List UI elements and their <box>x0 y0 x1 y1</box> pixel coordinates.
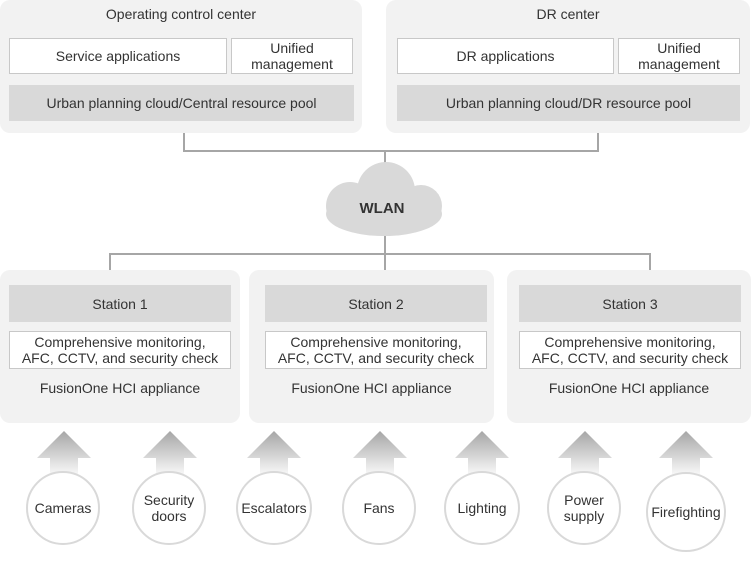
bar-label: Urban planning cloud/DR resource pool <box>445 95 692 111</box>
wlan-uplink <box>384 150 386 180</box>
station-name: Station 3 <box>602 295 658 312</box>
panel-title: DR center <box>536 6 600 22</box>
station-2-panel: Station 2 Comprehensive monitoring, AFC,… <box>249 270 494 423</box>
dr-applications-box: DR applications <box>397 38 614 74</box>
occ-connector <box>183 131 185 151</box>
service-applications-box: Service applications <box>9 38 227 74</box>
box-label-line1: Unified <box>657 40 701 56</box>
services-line1: Comprehensive monitoring, <box>290 334 462 350</box>
station-services-box: Comprehensive monitoring, AFC, CCTV, and… <box>519 331 741 369</box>
wlan-downlink <box>384 232 386 272</box>
wlan-label: WLAN <box>359 200 405 217</box>
dr-center-panel: DR center DR applications Unified manage… <box>386 0 750 133</box>
appliance-label: FusionOne HCI appliance <box>291 380 452 396</box>
station-3-panel: Station 3 Comprehensive monitoring, AFC,… <box>507 270 751 423</box>
device-label-line1: Fans <box>363 500 395 516</box>
panel-title: Operating control center <box>105 6 257 22</box>
operating-control-center-panel: Operating control center Service applica… <box>0 0 362 133</box>
central-resource-pool-bar: Urban planning cloud/Central resource po… <box>9 85 354 121</box>
bottom-bus-line <box>109 253 651 255</box>
top-bus-line <box>183 150 599 152</box>
services-line1: Comprehensive monitoring, <box>544 334 716 350</box>
station-services-box: Comprehensive monitoring, AFC, CCTV, and… <box>9 331 231 369</box>
services-line2: AFC, CCTV, and security check <box>531 350 729 366</box>
station-name: Station 2 <box>348 295 404 312</box>
device-label-line1: Firefighting <box>651 504 721 520</box>
device-label-line2: doors <box>151 508 187 524</box>
appliance-label: FusionOne HCI appliance <box>39 380 201 396</box>
box-label-line2: management <box>251 56 333 72</box>
device-fans: Fans <box>342 471 416 545</box>
device-security-doors: Security doors <box>132 471 206 545</box>
device-power-supply: Power supply <box>547 471 621 545</box>
station-name-bar: Station 3 <box>519 285 741 322</box>
unified-management-box: Unified management <box>618 38 740 74</box>
station-services-box: Comprehensive monitoring, AFC, CCTV, and… <box>265 331 487 369</box>
box-label-line2: management <box>638 56 720 72</box>
station-1-connector <box>109 253 111 272</box>
device-label-line2: supply <box>563 508 605 524</box>
station-3-connector <box>649 253 651 272</box>
unified-management-box: Unified management <box>231 38 353 74</box>
dr-connector <box>597 131 599 151</box>
box-label-line1: Unified <box>270 40 314 56</box>
station-name: Station 1 <box>92 295 148 312</box>
services-line2: AFC, CCTV, and security check <box>21 350 219 366</box>
box-label: Service applications <box>55 48 181 64</box>
device-firefighting: Firefighting <box>646 472 726 552</box>
station-1-panel: Station 1 Comprehensive monitoring, AFC,… <box>0 270 240 423</box>
device-escalators: Escalators <box>236 471 312 545</box>
station-name-bar: Station 2 <box>265 285 487 322</box>
device-label-line1: Power <box>564 492 604 508</box>
firefighting-arrow-icon <box>659 431 713 478</box>
device-label-line1: Escalators <box>241 500 307 516</box>
device-label-line1: Cameras <box>34 500 92 516</box>
bar-label: Urban planning cloud/Central resource po… <box>46 95 317 111</box>
device-cameras: Cameras <box>26 471 100 545</box>
appliance-label: FusionOne HCI appliance <box>548 380 710 396</box>
services-line1: Comprehensive monitoring, <box>34 334 206 350</box>
device-label-line1: Security <box>143 492 195 508</box>
device-label-line1: Lighting <box>457 500 507 516</box>
services-line2: AFC, CCTV, and security check <box>277 350 475 366</box>
box-label: DR applications <box>456 48 555 64</box>
device-lighting: Lighting <box>444 471 520 545</box>
station-name-bar: Station 1 <box>9 285 231 322</box>
dr-resource-pool-bar: Urban planning cloud/DR resource pool <box>397 85 740 121</box>
